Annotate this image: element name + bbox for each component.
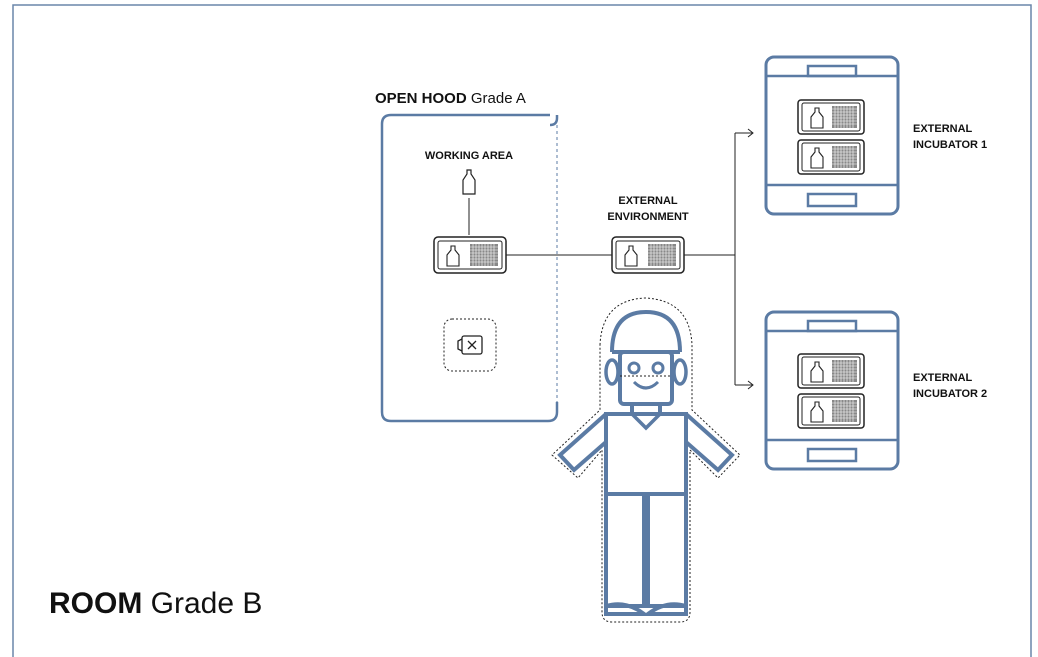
hood-title: OPEN HOOD Grade A [375, 90, 575, 108]
room-frame [12, 4, 1032, 657]
room-name: ROOM [49, 587, 143, 620]
plate-icon [611, 236, 685, 274]
working-area-label: WORKING AREA [424, 150, 514, 162]
incubator-2-line1: EXTERNAL [913, 372, 973, 384]
external-environment-line1: EXTERNAL [618, 195, 678, 207]
incubator-icon [764, 310, 900, 471]
disposal-icon [443, 318, 497, 372]
hood-grade: Grade A [470, 90, 526, 107]
incubator-2-line2: INCUBATOR 2 [913, 388, 988, 400]
room-title: ROOM Grade B [49, 586, 349, 622]
external-environment-label: EXTERNAL ENVIRONMENT [598, 193, 698, 225]
open-hood [380, 113, 559, 423]
incubator-2-label: EXTERNAL INCUBATOR 2 [913, 370, 1023, 402]
incubator-1-line2: INCUBATOR 1 [913, 139, 988, 151]
hood-name: OPEN HOOD [375, 90, 467, 107]
operator-figure [551, 297, 741, 623]
incubator-icon [764, 55, 900, 216]
plate-icon [433, 236, 507, 274]
incubator-1-line1: EXTERNAL [913, 123, 973, 135]
external-environment-line2: ENVIRONMENT [607, 211, 689, 223]
room-grade: Grade B [150, 587, 263, 620]
incubator-1-label: EXTERNAL INCUBATOR 1 [913, 121, 1023, 153]
bottle-icon [462, 169, 476, 195]
